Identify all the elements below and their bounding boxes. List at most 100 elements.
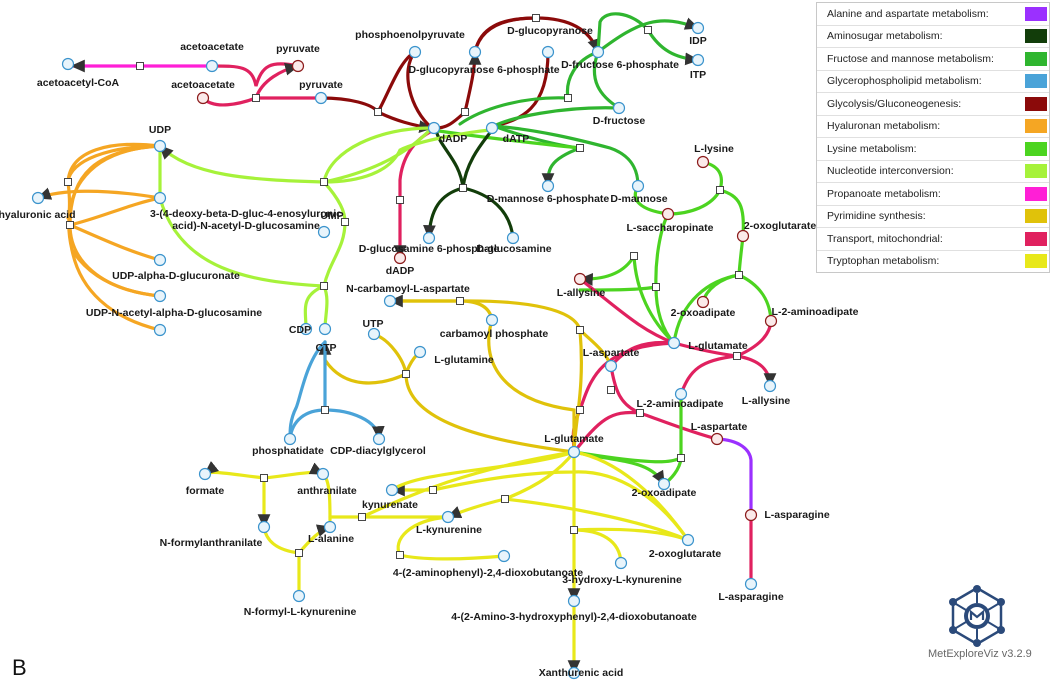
- metabolite-node[interactable]: [763, 379, 777, 393]
- legend-swatch: [1025, 51, 1047, 66]
- legend-label: Aminosugar metabolism:: [827, 30, 943, 43]
- metabolite-node[interactable]: [408, 45, 422, 59]
- metabolite-node[interactable]: [485, 313, 499, 327]
- metabolite-node[interactable]: [291, 59, 305, 73]
- metabolite-node[interactable]: [604, 359, 618, 373]
- reaction-node[interactable]: [461, 108, 469, 116]
- reaction-edge: [36, 187, 162, 200]
- reaction-node[interactable]: [630, 252, 638, 260]
- reaction-node[interactable]: [716, 186, 724, 194]
- metabolite-node[interactable]: [422, 231, 436, 245]
- reaction-node[interactable]: [644, 26, 652, 34]
- metabolite-node[interactable]: [497, 549, 511, 563]
- metabolite-node[interactable]: [299, 322, 313, 336]
- metabolite-node[interactable]: [153, 289, 167, 303]
- reaction-node[interactable]: [501, 495, 509, 503]
- metabolite-node[interactable]: [413, 345, 427, 359]
- reaction-node[interactable]: [652, 283, 660, 291]
- reaction-node[interactable]: [295, 549, 303, 557]
- reaction-node[interactable]: [576, 144, 584, 152]
- metabolite-node[interactable]: [696, 155, 710, 169]
- metabolite-node[interactable]: [744, 508, 758, 522]
- metabolite-node[interactable]: [316, 467, 330, 481]
- metabolite-node[interactable]: [314, 91, 328, 105]
- reaction-node[interactable]: [459, 184, 467, 192]
- metabolite-node[interactable]: [383, 294, 397, 308]
- metabolite-node[interactable]: [710, 432, 724, 446]
- metabolite-node[interactable]: [283, 432, 297, 446]
- metabolite-node[interactable]: [205, 59, 219, 73]
- metabolite-node[interactable]: [153, 139, 167, 153]
- reaction-node[interactable]: [607, 386, 615, 394]
- metabolite-node[interactable]: [612, 101, 626, 115]
- metabolite-node[interactable]: [591, 45, 605, 59]
- reaction-node[interactable]: [374, 108, 382, 116]
- reaction-node[interactable]: [341, 218, 349, 226]
- metabolite-node[interactable]: [614, 556, 628, 570]
- metabolite-node[interactable]: [31, 191, 45, 205]
- metabolite-node[interactable]: [541, 45, 555, 59]
- metabolite-node[interactable]: [372, 432, 386, 446]
- metabolite-node[interactable]: [153, 323, 167, 337]
- metabolite-node[interactable]: [744, 577, 758, 591]
- metabolite-node[interactable]: [485, 121, 499, 135]
- metabolite-node[interactable]: [681, 533, 695, 547]
- reaction-node[interactable]: [396, 196, 404, 204]
- metabolite-node[interactable]: [657, 477, 671, 491]
- reaction-node[interactable]: [396, 551, 404, 559]
- metabolite-node[interactable]: [691, 53, 705, 67]
- metabolite-node[interactable]: [257, 520, 271, 534]
- reaction-node[interactable]: [564, 94, 572, 102]
- reaction-node[interactable]: [260, 474, 268, 482]
- metabolite-node[interactable]: [292, 589, 306, 603]
- reaction-node[interactable]: [321, 406, 329, 414]
- metabolite-node[interactable]: [764, 314, 778, 328]
- reaction-node[interactable]: [570, 526, 578, 534]
- reaction-node[interactable]: [358, 513, 366, 521]
- metabolite-node[interactable]: [367, 327, 381, 341]
- metabolite-node[interactable]: [153, 191, 167, 205]
- reaction-node[interactable]: [735, 271, 743, 279]
- metabolite-node[interactable]: [573, 272, 587, 286]
- metabolite-node[interactable]: [674, 387, 688, 401]
- metabolite-node[interactable]: [153, 253, 167, 267]
- metabolite-node[interactable]: [541, 179, 555, 193]
- metabolite-node[interactable]: [318, 322, 332, 336]
- reaction-node[interactable]: [576, 406, 584, 414]
- metabolite-node[interactable]: [468, 45, 482, 59]
- metabolite-node[interactable]: [567, 666, 581, 680]
- metabolite-node[interactable]: [631, 179, 645, 193]
- metabolite-node[interactable]: [198, 467, 212, 481]
- metabolite-node[interactable]: [61, 57, 75, 71]
- metabolite-node[interactable]: [736, 229, 750, 243]
- reaction-node[interactable]: [576, 326, 584, 334]
- metabolite-node[interactable]: [441, 510, 455, 524]
- reaction-node[interactable]: [402, 370, 410, 378]
- metabolite-node[interactable]: [661, 207, 675, 221]
- metabolite-node[interactable]: [196, 91, 210, 105]
- legend-label: Tryptophan metabolism:: [827, 255, 940, 268]
- reaction-node[interactable]: [532, 14, 540, 22]
- reaction-node[interactable]: [64, 178, 72, 186]
- reaction-node[interactable]: [636, 409, 644, 417]
- reaction-node[interactable]: [320, 282, 328, 290]
- reaction-node[interactable]: [320, 178, 328, 186]
- metabolite-node[interactable]: [567, 594, 581, 608]
- metabolite-node[interactable]: [691, 21, 705, 35]
- metabolite-node[interactable]: [427, 121, 441, 135]
- metabolite-node[interactable]: [385, 483, 399, 497]
- metabolite-node[interactable]: [506, 231, 520, 245]
- reaction-node[interactable]: [429, 486, 437, 494]
- metabolite-node[interactable]: [696, 295, 710, 309]
- metabolite-node[interactable]: [393, 251, 407, 265]
- metabolite-node[interactable]: [317, 225, 331, 239]
- metabolite-node[interactable]: [667, 336, 681, 350]
- reaction-node[interactable]: [66, 221, 74, 229]
- reaction-node[interactable]: [456, 297, 464, 305]
- reaction-node[interactable]: [733, 352, 741, 360]
- metabolite-node[interactable]: [567, 445, 581, 459]
- reaction-node[interactable]: [252, 94, 260, 102]
- reaction-node[interactable]: [136, 62, 144, 70]
- reaction-node[interactable]: [677, 454, 685, 462]
- metabolite-node[interactable]: [323, 520, 337, 534]
